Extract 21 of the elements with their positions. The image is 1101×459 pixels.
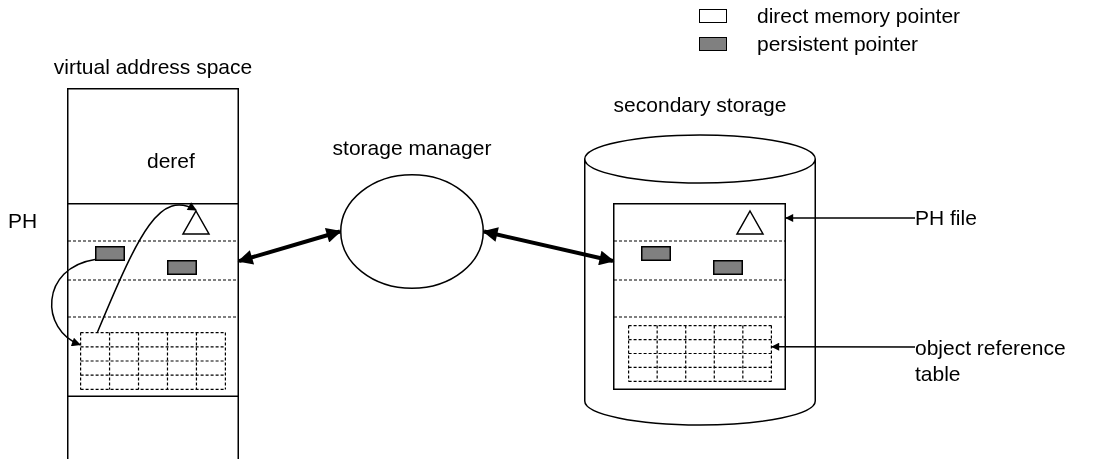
curved-arrow [96, 202, 197, 333]
region-label: PH [8, 209, 38, 233]
legend-label: direct memory pointer [757, 4, 961, 28]
callout-label: object reference table [915, 335, 1067, 387]
leader-line [771, 342, 916, 351]
curved-arrow [51, 258, 96, 346]
table-grid [628, 325, 772, 382]
pointer-rectangle [641, 246, 671, 261]
pointer-rectangle [713, 260, 743, 275]
pointer-triangle [182, 210, 210, 235]
leader-line [785, 213, 916, 222]
file-region [613, 203, 786, 390]
callout-label: PH file [915, 205, 978, 231]
table-grid [80, 332, 226, 390]
pointer-triangle [736, 210, 764, 235]
pointer-rectangle [95, 246, 125, 261]
legend-label: persistent pointer [757, 32, 919, 56]
heading-label: secondary storage [612, 93, 788, 117]
heading-label: storage manager [331, 136, 493, 160]
pointer-rectangle [167, 260, 197, 275]
heading-label: virtual address space [52, 55, 254, 79]
